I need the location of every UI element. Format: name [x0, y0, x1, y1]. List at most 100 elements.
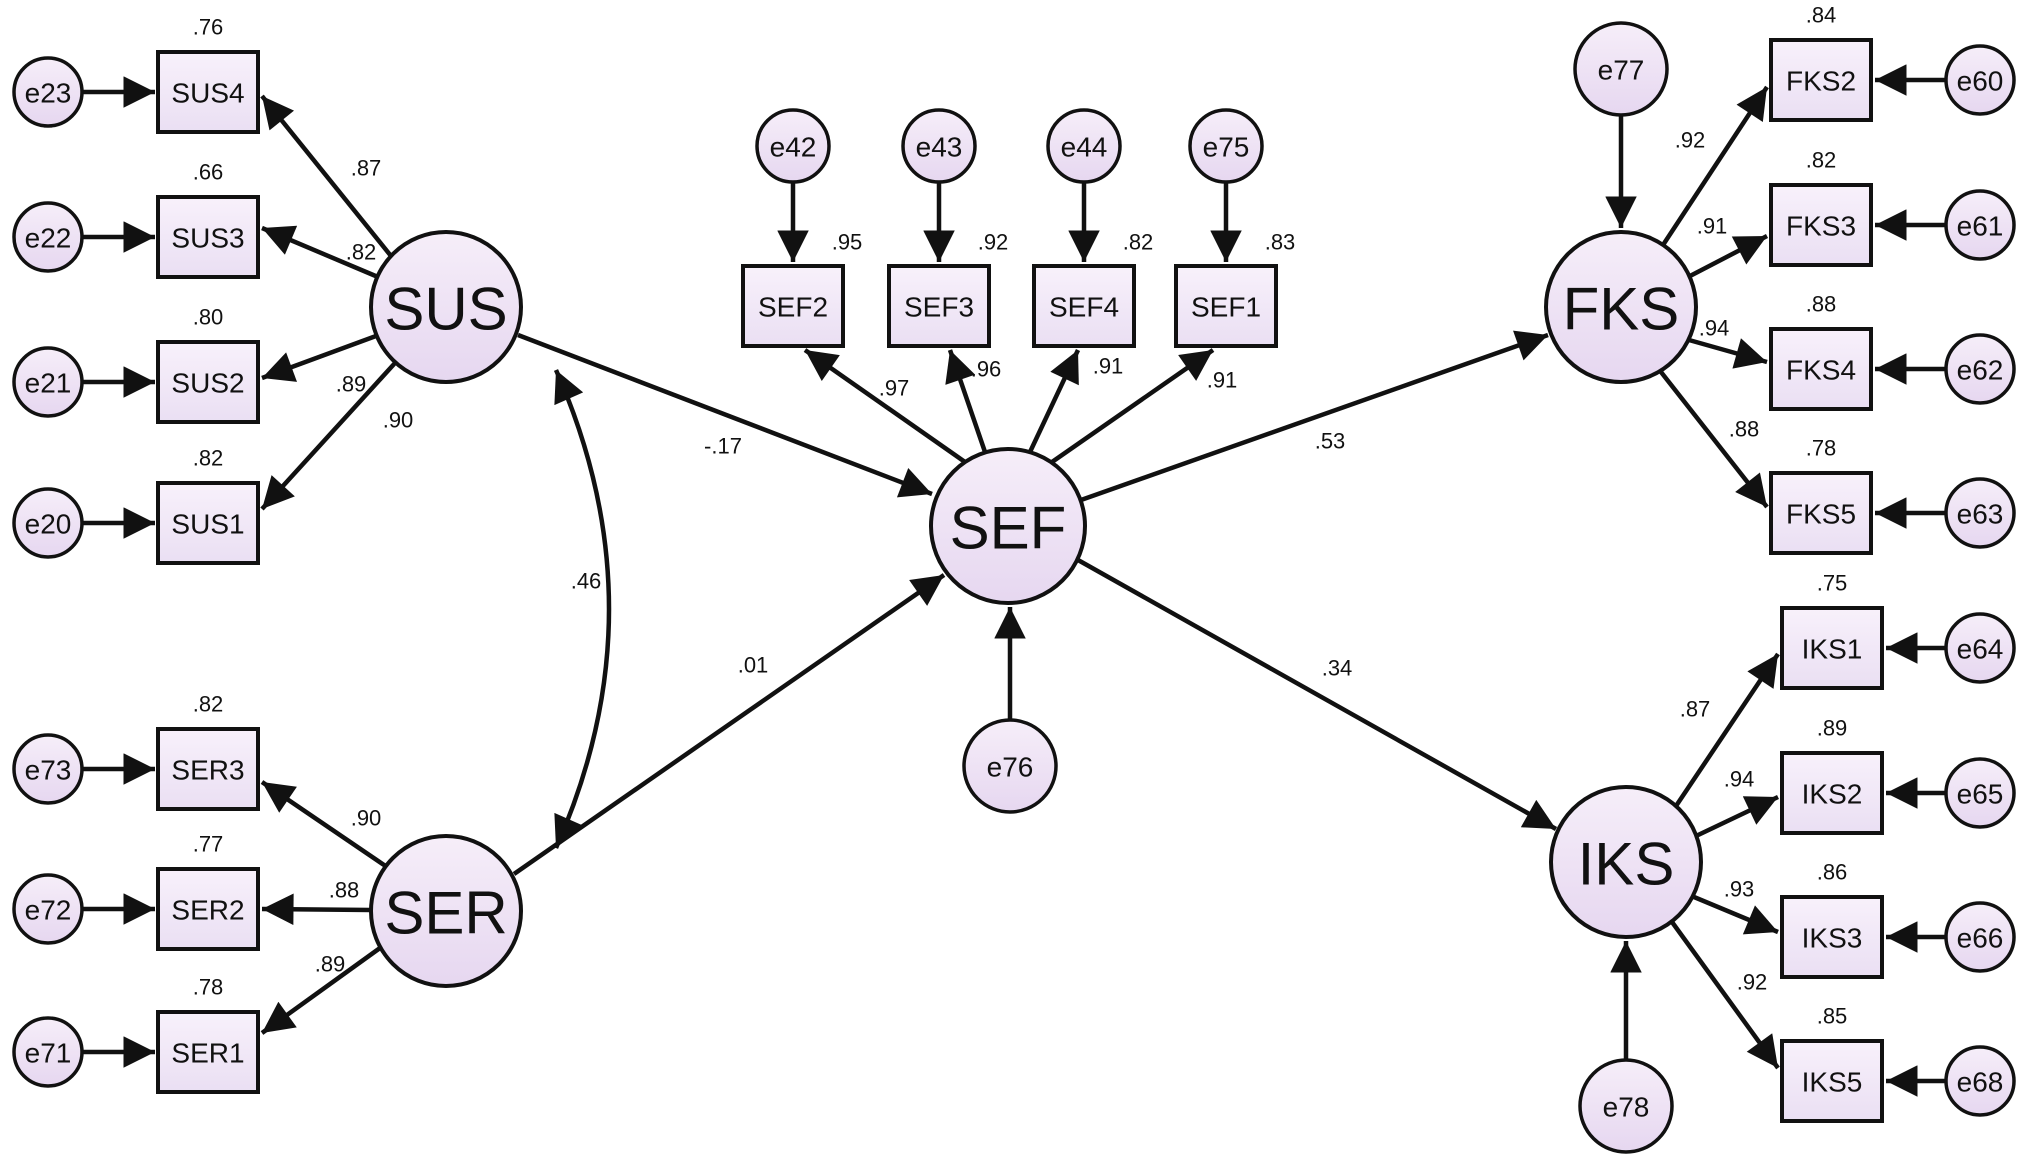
indicator-label-sef1: SEF1: [1191, 292, 1261, 323]
arrow-sef-sef3: [945, 349, 988, 453]
error-e77[interactable]: e77: [1573, 21, 1669, 117]
indicator-sus1[interactable]: SUS1: [156, 481, 260, 565]
r2-sef3: .92: [978, 230, 1009, 255]
r2-sef4: .82: [1123, 230, 1154, 255]
error-e63[interactable]: e63: [1944, 477, 2016, 549]
indicator-label-sus4: SUS4: [171, 78, 244, 109]
error-e73[interactable]: e73: [12, 733, 84, 805]
error-e62[interactable]: e62: [1944, 333, 2016, 405]
error-label-e66: e66: [1957, 923, 2004, 954]
r2-sus1: .82: [193, 446, 224, 471]
error-label-e22: e22: [25, 223, 72, 254]
error-label-e72: e72: [25, 895, 72, 926]
r2-iks5: .85: [1817, 1004, 1848, 1029]
error-e68[interactable]: e68: [1944, 1045, 2016, 1117]
error-e78[interactable]: e78: [1578, 1058, 1674, 1154]
indicator-ser1[interactable]: SER1: [156, 1010, 260, 1094]
error-label-e63: e63: [1957, 499, 2004, 530]
arrow-sef-iks: [1076, 558, 1558, 831]
indicator-sus4[interactable]: SUS4: [156, 50, 260, 134]
indicator-iks3[interactable]: IKS3: [1780, 895, 1884, 979]
indicator-label-sef4: SEF4: [1049, 292, 1119, 323]
arrow-sus-sus1: [260, 361, 397, 511]
indicator-label-iks2: IKS2: [1802, 779, 1863, 810]
loading-ser1: .89: [315, 952, 346, 977]
error-label-e68: e68: [1957, 1067, 2004, 1098]
loading-sef4: .91: [1093, 354, 1124, 379]
latent-fks[interactable]: FKS: [1544, 230, 1698, 384]
latent-sef[interactable]: SEF: [929, 447, 1087, 605]
error-e20[interactable]: e20: [12, 487, 84, 559]
indicator-ser3[interactable]: SER3: [156, 727, 260, 811]
error-e66[interactable]: e66: [1944, 901, 2016, 973]
loading-iks5: .92: [1737, 970, 1768, 995]
indicator-label-sus2: SUS2: [171, 368, 244, 399]
error-e76[interactable]: e76: [962, 718, 1058, 814]
arrow-ser-sef: [512, 573, 946, 876]
error-e60[interactable]: e60: [1944, 44, 2016, 116]
r2-sus3: .66: [193, 160, 224, 185]
latent-iks[interactable]: IKS: [1549, 785, 1703, 939]
indicator-fks5[interactable]: FKS5: [1769, 471, 1873, 555]
path-sus-ser: .46: [571, 569, 602, 594]
error-e21[interactable]: e21: [12, 346, 84, 418]
indicator-sef4[interactable]: SEF4: [1032, 264, 1136, 348]
indicator-fks3[interactable]: FKS3: [1769, 183, 1873, 267]
error-e44[interactable]: e44: [1046, 108, 1122, 184]
indicator-ser2[interactable]: SER2: [156, 867, 260, 951]
r2-ser3: .82: [193, 692, 224, 717]
error-e43[interactable]: e43: [901, 108, 977, 184]
indicator-label-ser1: SER1: [171, 1038, 244, 1069]
error-e75[interactable]: e75: [1188, 108, 1264, 184]
r2-fks3: .82: [1806, 148, 1837, 173]
indicator-iks2[interactable]: IKS2: [1780, 751, 1884, 835]
error-e65[interactable]: e65: [1944, 757, 2016, 829]
latent-sus[interactable]: SUS: [369, 230, 523, 384]
error-e64[interactable]: e64: [1944, 612, 2016, 684]
latent-ser[interactable]: SER: [369, 834, 523, 988]
r2-iks3: .86: [1817, 860, 1848, 885]
indicator-sef3[interactable]: SEF3: [887, 264, 991, 348]
indicator-label-iks1: IKS1: [1802, 634, 1863, 665]
path-sef-fks: .53: [1315, 429, 1346, 454]
indicator-sef2[interactable]: SEF2: [741, 264, 845, 348]
latent-label-iks: IKS: [1578, 831, 1675, 898]
path-sef-iks: .34: [1322, 656, 1353, 681]
indicator-sus2[interactable]: SUS2: [156, 340, 260, 424]
loading-sef1: .91: [1207, 368, 1238, 393]
r2-sus2: .80: [193, 305, 224, 330]
indicator-iks5[interactable]: IKS5: [1780, 1039, 1884, 1123]
error-e61[interactable]: e61: [1944, 189, 2016, 261]
error-label-e61: e61: [1957, 211, 2004, 242]
latent-label-fks: FKS: [1563, 276, 1680, 343]
loading-fks2: .92: [1675, 128, 1706, 153]
indicator-sef1[interactable]: SEF1: [1174, 264, 1278, 348]
arrow-sus-sef: [517, 332, 933, 498]
arrow-fks-fks2: [1661, 85, 1769, 247]
loading-sus1: .90: [383, 408, 414, 433]
error-label-e78: e78: [1603, 1092, 1650, 1123]
r2-iks2: .89: [1817, 716, 1848, 741]
indicator-iks1[interactable]: IKS1: [1780, 606, 1884, 690]
indicator-label-ser2: SER2: [171, 895, 244, 926]
arrow-fks-fks4: [1688, 337, 1768, 369]
latent-label-sef: SEF: [950, 495, 1067, 562]
error-e23[interactable]: e23: [12, 56, 84, 128]
indicator-fks4[interactable]: FKS4: [1769, 327, 1873, 411]
error-e71[interactable]: e71: [12, 1016, 84, 1088]
error-label-e75: e75: [1203, 132, 1250, 163]
error-e72[interactable]: e72: [12, 873, 84, 945]
loading-iks3: .93: [1724, 877, 1755, 902]
arrow-fks-fks3: [1688, 234, 1769, 278]
indicator-label-fks3: FKS3: [1786, 211, 1856, 242]
error-label-e73: e73: [25, 755, 72, 786]
loading-iks2: .94: [1724, 767, 1755, 792]
arrow-sef-sef4: [1027, 349, 1081, 453]
indicator-sus3[interactable]: SUS3: [156, 195, 260, 279]
indicator-fks2[interactable]: FKS2: [1769, 38, 1873, 122]
error-label-e62: e62: [1957, 355, 2004, 386]
latent-label-ser: SER: [384, 880, 507, 947]
error-e42[interactable]: e42: [755, 108, 831, 184]
error-e22[interactable]: e22: [12, 201, 84, 273]
